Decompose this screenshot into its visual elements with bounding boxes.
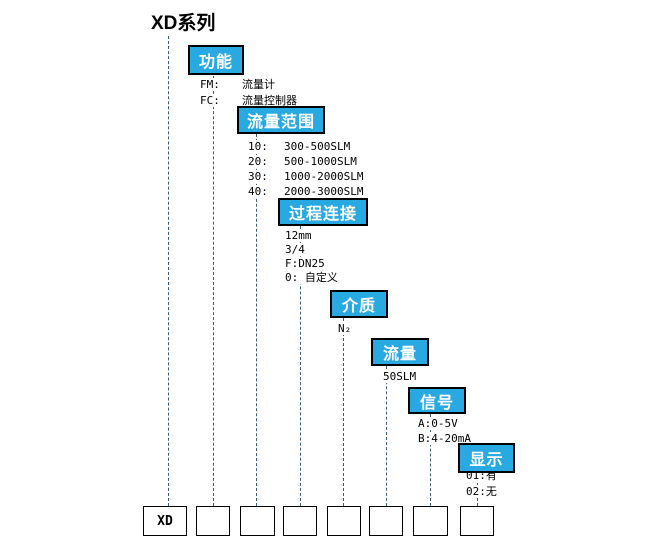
code-box-prefix: XD [143, 506, 187, 536]
connector-line-process-connection [300, 226, 301, 506]
option-row: F:DN25 [285, 257, 325, 270]
option-row: FM: 流量计 [200, 78, 275, 91]
category-box-display: 显示 [458, 443, 515, 473]
option-row: 30: 1000-2000SLM [248, 170, 364, 183]
category-box-function: 功能 [188, 45, 244, 75]
option-row: B:4-20mA [418, 432, 471, 445]
code-box [240, 506, 275, 536]
connector-line-flow-range [256, 134, 257, 506]
page-title: XD系列 [151, 13, 216, 34]
option-code: 20: [248, 155, 268, 168]
code-box [460, 506, 494, 536]
code-box [327, 506, 361, 536]
connector-line-function [213, 76, 214, 506]
option-row: N₂ [338, 322, 352, 335]
option-desc: 300-500SLM [284, 140, 351, 153]
connector-line-medium [343, 318, 344, 506]
code-prefix-label: XD [157, 513, 173, 529]
option-row: 12mm [285, 229, 312, 242]
option-code: FM: [200, 78, 220, 91]
option-desc: 流量计 [242, 78, 275, 91]
category-box-signal: 信号 [408, 387, 466, 414]
option-desc: 流量控制器 [242, 94, 297, 107]
code-box [283, 506, 317, 536]
option-desc: 500-1000SLM [284, 155, 357, 168]
option-desc: 1000-2000SLM [284, 170, 364, 183]
option-row: FC: 流量控制器 [200, 94, 297, 107]
option-row: 20: 500-1000SLM [248, 155, 357, 168]
code-box [413, 506, 448, 536]
option-code: 40: [248, 185, 268, 198]
code-box [196, 506, 230, 536]
code-box [369, 506, 403, 536]
connector-line-signal [430, 414, 431, 506]
option-code: 30: [248, 170, 268, 183]
option-row: 10: 300-500SLM [248, 140, 351, 153]
option-row: 0: 自定义 [285, 271, 338, 284]
category-box-flow-range: 流量范围 [237, 106, 325, 134]
connector-line-flow [386, 366, 387, 506]
connector-line-prefix [168, 36, 169, 506]
option-row: A:0-5V [418, 417, 458, 430]
category-box-process-connection: 过程连接 [278, 198, 368, 226]
option-row: 3/4 [285, 243, 305, 256]
category-box-medium: 介质 [330, 290, 388, 318]
option-code: 10: [248, 140, 268, 153]
category-box-flow: 流量 [371, 338, 429, 366]
option-row: 50SLM [383, 370, 417, 383]
option-code: FC: [200, 94, 220, 107]
option-desc: 2000-3000SLM [284, 185, 364, 198]
option-row: 40: 2000-3000SLM [248, 185, 364, 198]
option-row: 02:无 [466, 485, 497, 498]
